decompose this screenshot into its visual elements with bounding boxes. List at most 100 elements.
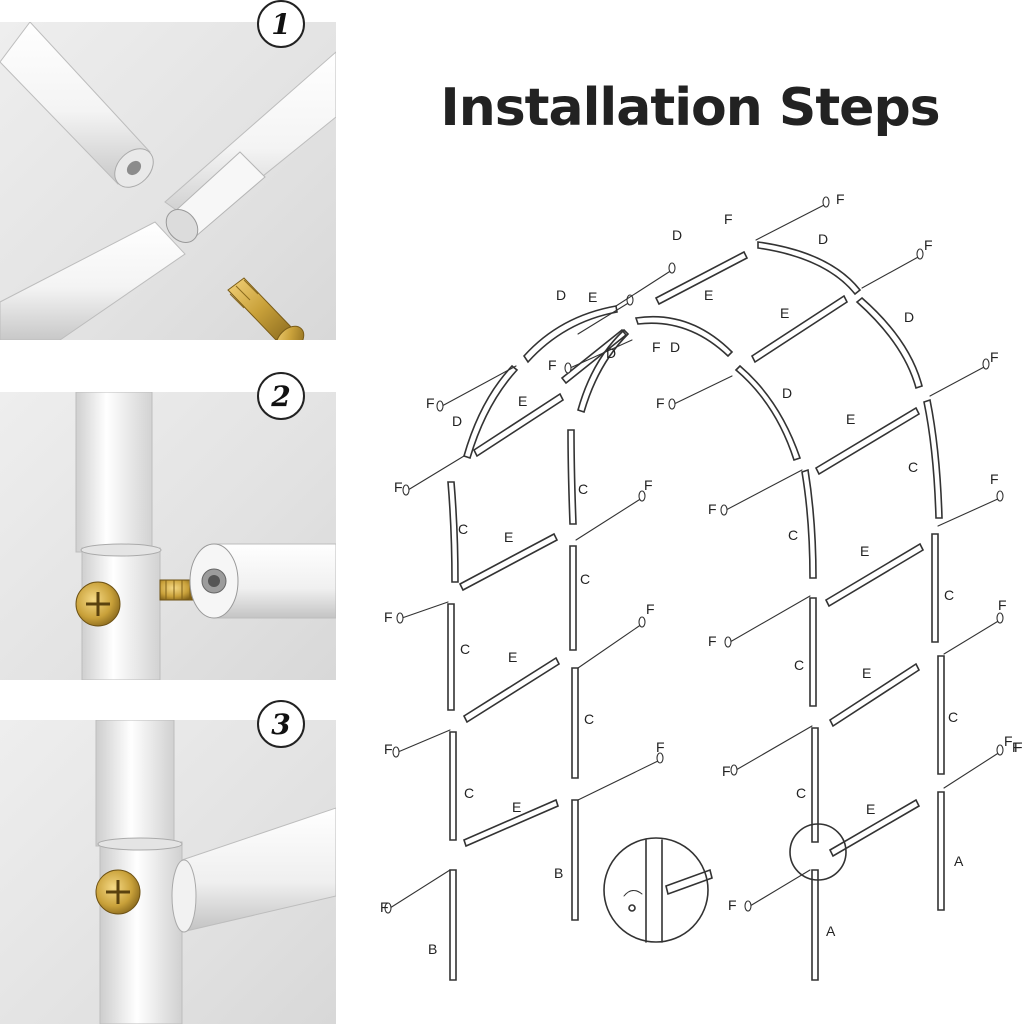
label-d: D [782, 385, 792, 401]
part-c-tube [923, 398, 943, 519]
part-a-tube [937, 791, 945, 911]
label-f: F [394, 479, 403, 495]
part-c-tube [447, 603, 455, 711]
label-c: C [796, 785, 806, 801]
part-e-crossbar [560, 328, 628, 385]
label-f: F [836, 191, 845, 207]
threaded-bolt-icon [159, 579, 195, 601]
label-f: F [722, 763, 731, 779]
label-e: E [512, 799, 521, 815]
step-1-illustration [0, 22, 336, 340]
label-f: F [990, 349, 999, 365]
label-d: D [818, 231, 828, 247]
step-1-photo [0, 22, 336, 340]
step-3-illustration [95, 720, 336, 1024]
tube-lower [0, 221, 186, 340]
part-d-arc [734, 364, 802, 462]
joint-detail-callout [603, 837, 713, 943]
tube-upper [0, 22, 154, 188]
label-e: E [588, 289, 597, 305]
part-a-tube [811, 869, 819, 981]
part-e-crossbar [458, 532, 559, 592]
label-d: D [904, 309, 914, 325]
label-c: C [944, 587, 954, 603]
screw-head-icon [95, 869, 141, 915]
label-d: D [670, 339, 680, 355]
part-c-tube [569, 545, 577, 651]
screw-icon [227, 277, 305, 340]
label-e: E [846, 411, 855, 427]
part-e-crossbar [750, 294, 849, 364]
label-f: F [384, 609, 393, 625]
part-f-screws [384, 196, 1004, 914]
label-f: F [644, 477, 653, 493]
step-2-photo [0, 392, 336, 680]
part-d-arc [463, 364, 519, 460]
page-title: Installation Steps [440, 78, 940, 138]
label-f: F [724, 211, 733, 227]
label-e: E [860, 543, 869, 559]
part-e-crossbar [828, 798, 921, 858]
label-d: D [452, 413, 462, 429]
part-d-arc [634, 315, 734, 358]
label-d: D [606, 345, 616, 361]
part-c-tube [449, 731, 457, 841]
step-2-illustration [75, 392, 336, 680]
label-f: F [708, 633, 717, 649]
label-e: E [862, 665, 871, 681]
horizontal-tube [171, 807, 336, 933]
label-f: F [656, 739, 665, 755]
part-c-tube [567, 429, 577, 525]
label-b: B [554, 865, 563, 881]
step-3-photo [0, 720, 336, 1024]
label-c: C [464, 785, 474, 801]
part-e-crossbar [463, 798, 559, 848]
label-f: F [708, 501, 717, 517]
part-e-crossbar [824, 542, 925, 608]
label-f: F [652, 339, 661, 355]
label-c: C [788, 527, 798, 543]
part-d-arc [577, 328, 630, 414]
label-d: D [556, 287, 566, 303]
left-arch [447, 250, 749, 981]
label-f: F [384, 741, 393, 757]
label-f: F [656, 395, 665, 411]
label-b: B [428, 941, 437, 957]
part-c-tube [811, 727, 819, 843]
part-c-tube [937, 655, 945, 775]
label-f: F [380, 899, 389, 915]
horizontal-tube [189, 543, 336, 619]
vertical-tube [75, 392, 162, 680]
part-e-crossbar [462, 656, 561, 724]
label-c: C [580, 571, 590, 587]
label-e: E [518, 393, 527, 409]
label-f: F [924, 237, 933, 253]
step-3-badge: 3 [257, 700, 305, 748]
label-c: C [794, 657, 804, 673]
label-e: E [704, 287, 713, 303]
joint-highlight-circle [789, 823, 847, 881]
tube-connector [164, 51, 336, 243]
right-arch [734, 241, 945, 981]
label-d: D [672, 227, 682, 243]
label-c: C [908, 459, 918, 475]
part-d-arc [757, 241, 862, 296]
label-f: F [990, 471, 999, 487]
step-1-badge: 1 [257, 0, 305, 48]
part-b-tube [449, 869, 457, 981]
part-d-arc [522, 305, 618, 364]
part-c-tube [809, 597, 817, 707]
label-e: E [504, 529, 513, 545]
label-e: E [866, 801, 875, 817]
label-f: F [1014, 739, 1023, 755]
label-f: F [1012, 739, 1021, 755]
label-c: C [578, 481, 588, 497]
label-f: F [646, 601, 655, 617]
screw-head-icon [75, 581, 121, 627]
arch-assembly-diagram: F F F F F F F F F F F F F F F F F F F F … [380, 191, 1023, 981]
label-a: A [826, 923, 836, 939]
label-f: F [728, 897, 737, 913]
label-f: F [1004, 733, 1013, 749]
label-c: C [948, 709, 958, 725]
part-d-arc [855, 296, 923, 390]
